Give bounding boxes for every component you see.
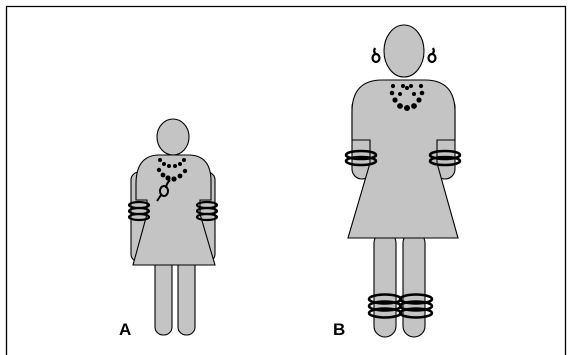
figure-a-head — [157, 119, 189, 155]
figure-b — [348, 25, 458, 337]
figure-a-left-leg — [155, 258, 172, 335]
figure-b-right-leg — [403, 232, 425, 337]
figure-a — [131, 119, 215, 335]
figure-a-label: A — [119, 321, 131, 338]
figure-a-right-leg — [178, 258, 195, 335]
figure-b-head — [384, 25, 424, 77]
figure-b-label: B — [333, 321, 345, 338]
figure-b-left-leg — [374, 232, 396, 337]
frame-border — [7, 7, 566, 355]
